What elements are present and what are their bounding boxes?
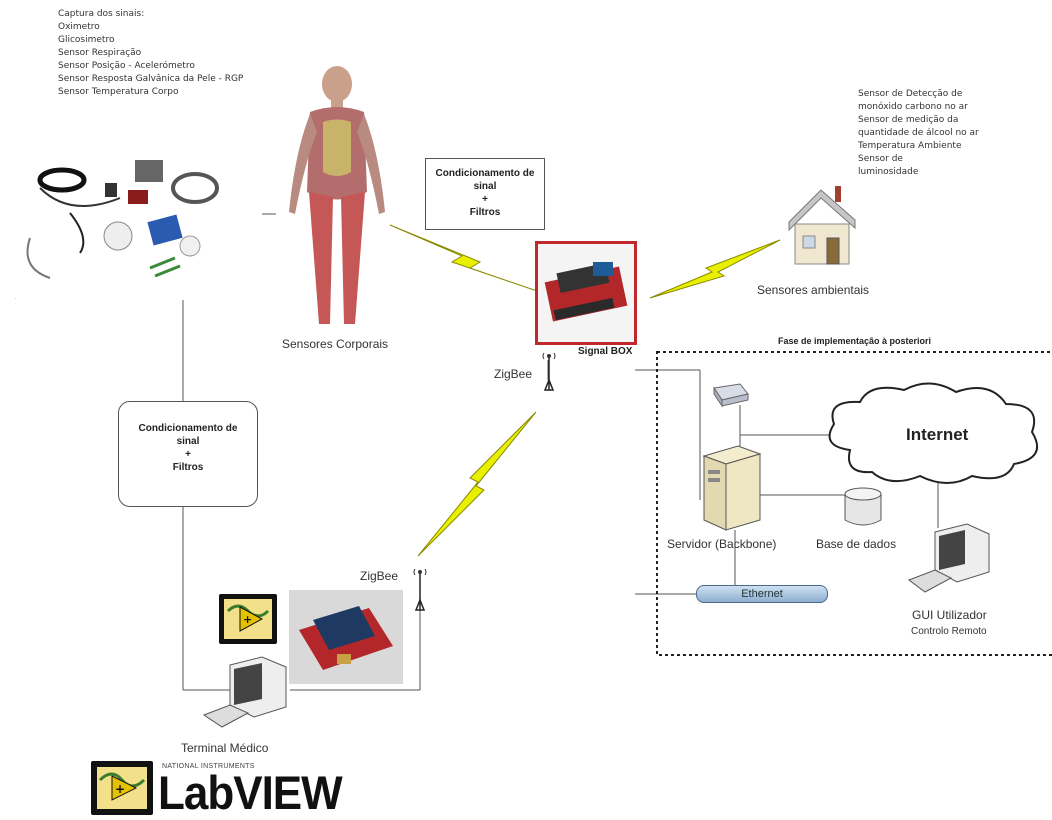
internet-label: Internet <box>906 425 969 444</box>
svg-text:+: + <box>115 782 125 796</box>
labview-brand-small: NATIONAL INSTRUMENTS <box>162 763 255 770</box>
signals-capture-heading: Captura dos sinais: <box>58 9 145 19</box>
ambient-item: Sensor de medição da <box>858 115 959 125</box>
signal-item: Glicosimetro <box>58 35 115 45</box>
conditioning-line: sinal <box>473 181 497 192</box>
lightning-sensor-box <box>389 224 541 293</box>
conditioning-plus: + <box>482 194 488 205</box>
arduino-board-image <box>544 262 628 322</box>
antenna-icon <box>542 352 556 391</box>
terminal-label: Terminal Médico <box>181 741 269 755</box>
ambient-item: luminosidade <box>858 167 919 177</box>
zigbee-top-label: ZigBee <box>494 367 533 381</box>
conditioning-line: sinal <box>176 436 200 447</box>
gui-user-label: GUI Utilizador <box>912 608 987 622</box>
server-label: Servidor (Backbone) <box>667 537 777 551</box>
conditioning-plus: + <box>185 449 191 460</box>
terminal-computer-icon <box>202 656 287 728</box>
switch-icon <box>713 383 749 408</box>
zigbee-bottom-label: ZigBee <box>360 569 399 583</box>
ambient-sensors-label: Sensores ambientais <box>757 283 870 297</box>
signal-item: Sensor Temperatura Corpo <box>58 87 179 97</box>
ambient-item: Temperatura Ambiente <box>858 141 962 151</box>
body-sensors-label: Sensores Corporais <box>282 337 389 351</box>
signal-box <box>535 241 637 345</box>
gui-computer-icon <box>907 523 990 593</box>
ambient-item: Sensor de Detecção de <box>858 89 963 99</box>
lightning-box-ambient <box>649 239 781 299</box>
lightning-zigbee <box>417 411 537 557</box>
ambient-item: quantidade de álcool no ar <box>858 128 979 138</box>
svg-text:·: · <box>15 296 17 302</box>
human-body-icon <box>289 66 385 324</box>
conditioning-title: Condicionamento de <box>138 423 238 434</box>
signal-item: Oximetro <box>58 22 100 32</box>
conditioning-box-top: Condicionamento de sinal + Filtros <box>425 158 545 230</box>
ethernet-bar: Ethernet <box>696 585 828 603</box>
conditioning-filters: Filtros <box>469 207 501 218</box>
svg-text:+: + <box>243 613 252 626</box>
house-icon <box>788 186 856 265</box>
signal-box-label: Signal BOX <box>578 346 633 357</box>
signal-item: Sensor Resposta Galvânica da Pele - RGP <box>58 74 244 84</box>
phase-label: Fase de implementação à posteriori <box>778 336 932 346</box>
signal-item: Sensor Posição - Acelerómetro <box>58 61 195 71</box>
ambient-item: Sensor de <box>858 154 903 164</box>
antenna-icon <box>413 568 427 611</box>
server-icon <box>702 445 762 531</box>
remote-control-label: Controlo Remoto <box>911 626 987 637</box>
database-icon <box>844 487 882 526</box>
phase-boundary <box>656 351 1052 656</box>
ethernet-label: Ethernet <box>741 588 783 600</box>
labview-icon: + <box>219 594 277 644</box>
labview-logo-text: LabVIEW <box>158 767 343 820</box>
labview-logo-icon: + <box>91 761 153 815</box>
signal-item: Sensor Respiração <box>58 48 142 58</box>
conditioning-title: Condicionamento de <box>435 168 535 179</box>
signals-capture-list: Captura dos sinais: Oximetro Glicosimetr… <box>58 8 243 99</box>
ambient-item: monóxido carbono no ar <box>858 102 968 112</box>
sensor-kit-image: · <box>15 160 219 302</box>
internet-cloud-icon <box>828 382 1038 484</box>
xbee-module-image <box>289 590 403 684</box>
conditioning-box-left: Condicionamento de sinal + Filtros <box>118 401 258 507</box>
ambient-sensors-list: Sensor de Detecção de monóxido carbono n… <box>858 88 979 179</box>
conditioning-filters: Filtros <box>172 462 204 473</box>
database-label: Base de dados <box>816 537 897 551</box>
